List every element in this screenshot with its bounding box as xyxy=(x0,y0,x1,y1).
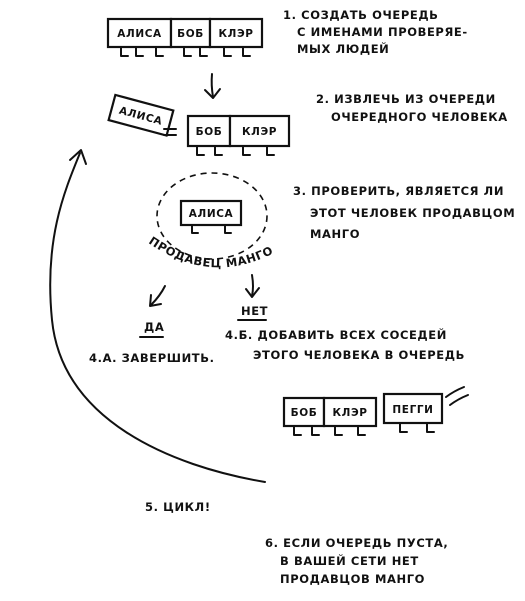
queue-legs xyxy=(120,46,251,57)
queue-name-alice: АЛИСА xyxy=(117,28,162,40)
queue-box-peggy xyxy=(382,392,444,425)
svg-text:КЛЭР: КЛЭР xyxy=(332,407,367,419)
yes-label: ДА xyxy=(144,320,164,334)
svg-text:6. ЕСЛИ ОЧЕРЕДЬ ПУСТА,: 6. ЕСЛИ ОЧЕРЕДЬ ПУСТА, xyxy=(265,536,448,550)
svg-text:ПЕГГИ: ПЕГГИ xyxy=(392,404,433,416)
svg-text:БОБ: БОБ xyxy=(291,407,318,419)
svg-text:АЛИСА: АЛИСА xyxy=(189,208,234,220)
arrow-no-head xyxy=(245,287,260,298)
checked-alice: АЛИСА xyxy=(179,199,243,234)
queue-box-bob xyxy=(169,17,212,49)
arrow-no xyxy=(251,274,254,297)
step-4a-note: 4.А. ЗАВЕРШИТЬ. xyxy=(89,351,215,365)
queue-name-claire: КЛЭР xyxy=(218,28,253,40)
step-2-note: 2. ИЗВЛЕЧЬ ИЗ ОЧЕРЕДИ ОЧЕРЕДНОГО ЧЕЛОВЕК… xyxy=(316,92,508,124)
step-4b-note: 4.Б. ДОБАВИТЬ ВСЕХ СОСЕДЕЙ ЭТОГО ЧЕЛОВЕК… xyxy=(225,327,465,362)
svg-text:С ИМЕНАМИ ПРОВЕРЯЕ-: С ИМЕНАМИ ПРОВЕРЯЕ- xyxy=(297,25,468,39)
svg-text:БОБ: БОБ xyxy=(196,126,223,138)
mango-seller-label: ПРОДАВЕЦ МАНГО xyxy=(146,234,275,271)
remaining-queue: БОБ КЛЭР xyxy=(186,114,291,156)
svg-text:3. ПРОВЕРИТЬ, ЯВЛЯЕТСЯ ЛИ: 3. ПРОВЕРИТЬ, ЯВЛЯЕТСЯ ЛИ xyxy=(293,184,504,198)
svg-text:МЫХ ЛЮДЕЙ: МЫХ ЛЮДЕЙ xyxy=(297,41,389,56)
svg-text:4.Б. ДОБАВИТЬ ВСЕХ СОСЕДЕЙ: 4.Б. ДОБАВИТЬ ВСЕХ СОСЕДЕЙ xyxy=(225,327,447,342)
loop-arrow xyxy=(49,152,266,483)
arrow-down-1 xyxy=(210,73,214,98)
svg-text:ЭТОТ ЧЕЛОВЕК ПРОДАВЦОМ: ЭТОТ ЧЕЛОВЕК ПРОДАВЦОМ xyxy=(310,206,515,220)
motion-lines xyxy=(445,386,469,406)
svg-text:В ВАШЕЙ СЕТИ НЕТ: В ВАШЕЙ СЕТИ НЕТ xyxy=(280,553,419,568)
final-queue: БОБ КЛЭР ПЕГГИ xyxy=(282,386,469,436)
arrow-yes-head xyxy=(149,294,162,307)
no-label: НЕТ xyxy=(241,304,268,318)
dequeued-box xyxy=(107,93,175,137)
svg-text:1. СОЗДАТЬ ОЧЕРЕДЬ: 1. СОЗДАТЬ ОЧЕРЕДЬ xyxy=(283,8,439,22)
step-3-note: 3. ПРОВЕРИТЬ, ЯВЛЯЕТСЯ ЛИ ЭТОТ ЧЕЛОВЕК П… xyxy=(293,184,515,241)
svg-text:ЭТОГО ЧЕЛОВЕКА В ОЧЕРЕДЬ: ЭТОГО ЧЕЛОВЕКА В ОЧЕРЕДЬ xyxy=(253,348,465,362)
initial-queue: АЛИСА БОБ КЛЭР xyxy=(106,17,264,57)
queue-box-bob-2 xyxy=(186,114,232,148)
arrow-down-1-head xyxy=(204,88,221,99)
svg-text:2. ИЗВЛЕЧЬ ИЗ ОЧЕРЕДИ: 2. ИЗВЛЕЧЬ ИЗ ОЧЕРЕДИ xyxy=(316,92,496,106)
checked-box xyxy=(179,199,243,227)
svg-text:ПРОДАВЦОВ МАНГО: ПРОДАВЦОВ МАНГО xyxy=(280,572,425,586)
queue-box-claire xyxy=(208,17,264,49)
step-5-note: 5. ЦИКЛ! xyxy=(145,500,211,514)
step-6-note: 6. ЕСЛИ ОЧЕРЕДЬ ПУСТА, В ВАШЕЙ СЕТИ НЕТ … xyxy=(265,536,448,586)
queue-name-bob: БОБ xyxy=(177,28,204,40)
queue-box-bob-3 xyxy=(282,396,326,428)
queue-box-claire-3 xyxy=(322,396,378,428)
arrow-yes xyxy=(150,285,166,306)
step-1-note: 1. СОЗДАТЬ ОЧЕРЕДЬ С ИМЕНАМИ ПРОВЕРЯЕ- М… xyxy=(283,8,468,56)
loop-arrow-head xyxy=(69,149,87,165)
dequeued-alice: АЛИСА xyxy=(107,93,175,137)
svg-text:КЛЭР: КЛЭР xyxy=(242,126,277,138)
checked-legs xyxy=(191,224,232,234)
queue-legs-3 xyxy=(293,422,435,436)
dequeue-dash-marks xyxy=(163,128,177,136)
svg-text:ОЧЕРЕДНОГО ЧЕЛОВЕКА: ОЧЕРЕДНОГО ЧЕЛОВЕКА xyxy=(331,110,508,124)
check-dashed-circle xyxy=(156,172,268,260)
queue-box-claire-2 xyxy=(228,114,291,148)
queue-box-alice xyxy=(106,17,173,49)
svg-text:МАНГО: МАНГО xyxy=(310,227,360,241)
queue-legs-2 xyxy=(196,145,275,156)
